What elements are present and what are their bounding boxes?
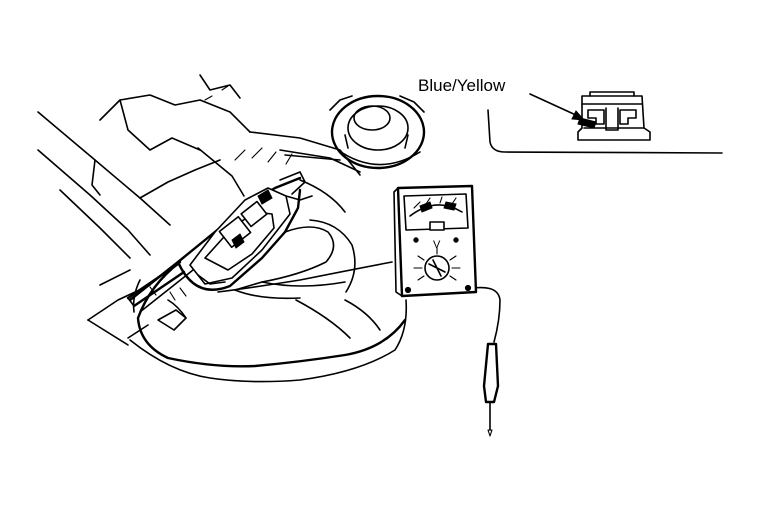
black-test-probe: [126, 262, 408, 383]
red-test-lead: [461, 286, 501, 437]
panel-edge-line: [487, 109, 723, 154]
vehicle-body-structure: [37, 74, 361, 346]
svg-text:V: V: [433, 239, 441, 251]
callout-label: Blue/Yellow: [418, 76, 506, 95]
blue-yellow-connector: [577, 91, 651, 141]
callout-arrow: [529, 93, 586, 121]
round-housing: [284, 94, 426, 170]
meter-lead: [217, 261, 393, 293]
hand: [127, 179, 407, 368]
multimeter: V: [393, 184, 478, 298]
